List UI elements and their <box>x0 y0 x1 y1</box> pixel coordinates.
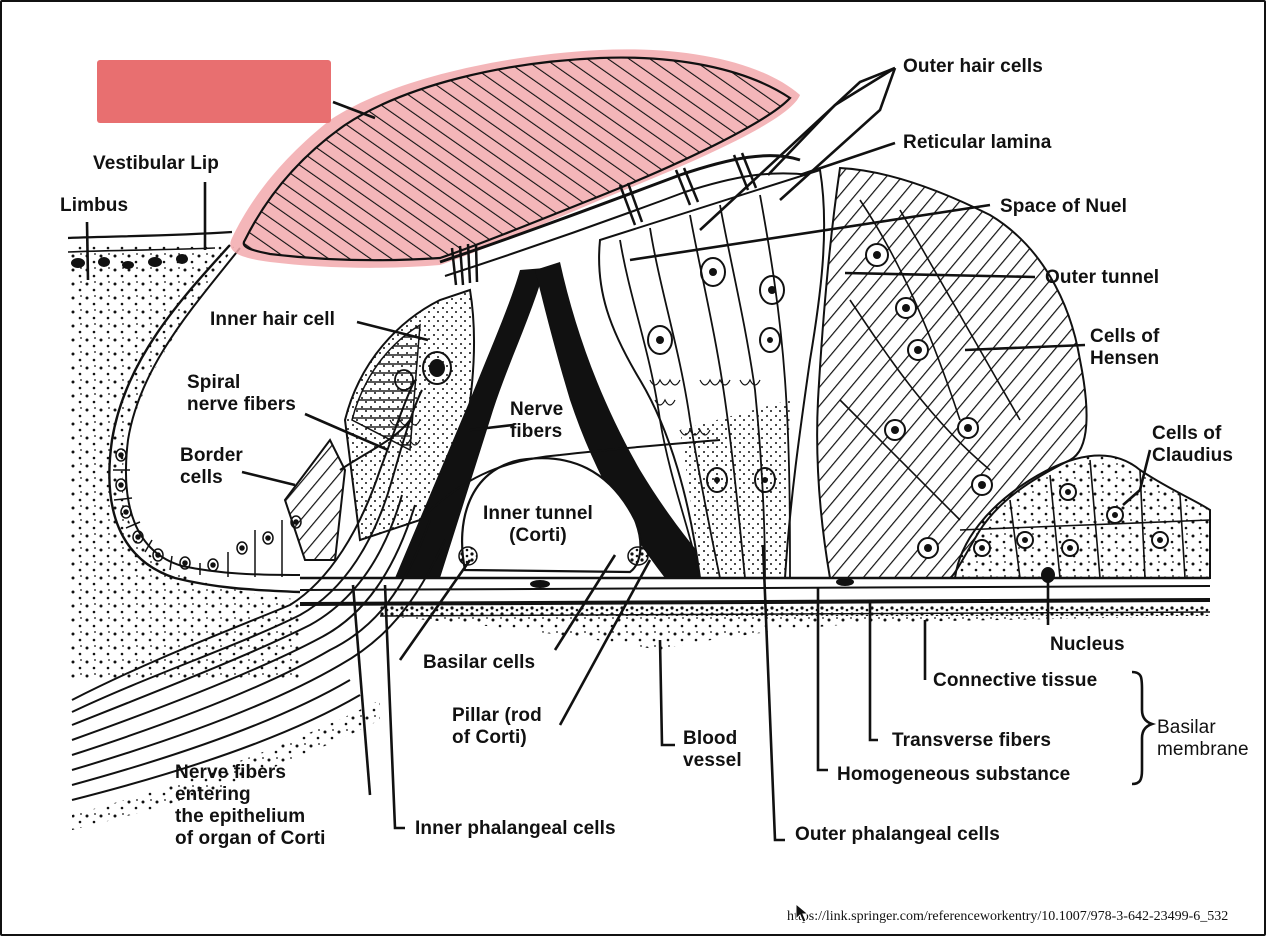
mouse-cursor-icon <box>795 902 810 923</box>
label-vestibular-lip: Vestibular Lip <box>93 153 219 174</box>
label-spiral-nerve-fibers: Spiral nerve fibers <box>187 372 296 415</box>
label-homogeneous-substance: Homogeneous substance <box>837 764 1071 785</box>
label-transverse-fibers: Transverse fibers <box>892 730 1052 751</box>
label-reticular-lamina: Reticular lamina <box>903 132 1052 153</box>
label-outer-phalangeal-cells: Outer phalangeal cells <box>795 824 1000 845</box>
label-nerve-fibers-entering: Nerve fibers entering the epithelium of … <box>175 762 326 849</box>
basilar-membrane-brace <box>1131 670 1157 786</box>
limbus-nuclei <box>71 254 188 269</box>
border-cell-region <box>283 438 347 561</box>
label-limbus: Limbus <box>60 195 129 216</box>
label-inner-hair-cell: Inner hair cell <box>210 309 336 330</box>
leader-lines <box>85 66 1152 842</box>
tectorial-membrane <box>242 56 792 262</box>
outer-pillar <box>535 262 720 578</box>
label-basilar-cells: Basilar cells <box>423 652 536 673</box>
label-inner-phalangeal-cells: Inner phalangeal cells <box>415 818 616 839</box>
source-citation-link[interactable]: https://link.springer.com/referenceworke… <box>787 909 1229 924</box>
label-connective-tissue: Connective tissue <box>933 670 1098 691</box>
sulcus-cell-nuclei <box>115 448 302 572</box>
label-blood-vessel: Blood vessel <box>683 728 742 771</box>
inner-pillar <box>395 268 545 578</box>
label-outer-hair-cells: Outer hair cells <box>903 56 1043 77</box>
redaction-box <box>97 60 331 123</box>
label-basilar-membrane: Basilar membrane <box>1157 717 1249 760</box>
cells-of-claudius <box>953 454 1211 579</box>
basilar-membrane-layers <box>299 576 1211 650</box>
label-cells-of-claudius: Cells of Claudius <box>1152 423 1234 466</box>
label-cells-of-hensen: Cells of Hensen <box>1090 326 1160 369</box>
label-border-cells: Border cells <box>180 445 243 488</box>
outer-phalangeal-region <box>680 400 790 578</box>
label-nucleus: Nucleus <box>1050 634 1125 655</box>
label-outer-tunnel: Outer tunnel <box>1045 267 1160 288</box>
label-space-of-nuel: Space of Nuel <box>1000 196 1127 217</box>
label-pillar: Pillar (rod of Corti) <box>452 705 542 748</box>
label-inner-tunnel: Inner tunnel (Corti) <box>483 503 593 546</box>
limbus-tissue <box>68 245 300 680</box>
label-nerve-fibers: Nerve fibers <box>510 399 564 442</box>
